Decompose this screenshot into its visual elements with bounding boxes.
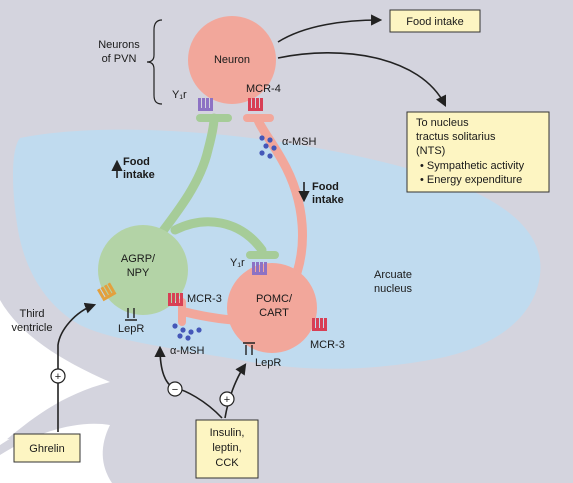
nts-line-3: (NTS) — [416, 145, 445, 157]
arcuate-label-1: Arcuate — [374, 269, 412, 281]
nts-line-5: • Energy expenditure — [420, 174, 522, 186]
lepr-left-label: LepR — [118, 323, 144, 335]
nts-line-4: • Sympathetic activity — [420, 160, 525, 172]
ghrelin-plus-sign: + — [55, 371, 61, 383]
arrow-to-nts — [277, 52, 447, 108]
pomc-label-2: CART — [259, 307, 289, 319]
y1r-top-label: Y₁r — [172, 89, 187, 101]
mcr3-receptor-right — [312, 318, 327, 331]
ghrelin-arrow — [57, 302, 97, 432]
ghrelin-receptor — [97, 282, 117, 302]
alpha-msh-bottom-label: α-MSH — [170, 345, 205, 357]
insulin-line-3: CCK — [215, 457, 239, 469]
agrp-npy-neuron — [98, 225, 188, 315]
pomc-label-1: POMC/ — [256, 293, 293, 305]
nts-line-1: To nucleus — [416, 117, 469, 129]
y1r-mid-label: Y₁r — [230, 257, 245, 269]
insulin-stimulate-arrow — [224, 363, 247, 419]
lepr-right-label: LepR — [255, 357, 281, 369]
mcr3-right-label: MCR-3 — [310, 339, 345, 351]
insulin-line-1: Insulin, — [210, 427, 245, 439]
food-intake-up-1: Food — [123, 156, 150, 168]
food-intake-down-1: Food — [312, 181, 339, 193]
mcr4-receptor — [248, 98, 263, 111]
insulin-plus-sign: + — [224, 394, 230, 406]
pomc-cart-neuron — [227, 263, 317, 353]
nts-line-2: tractus solitarius — [416, 131, 496, 143]
insulin-box — [195, 419, 259, 479]
y1r-receptor-mid — [252, 262, 267, 275]
food-intake-up-2: intake — [123, 169, 155, 181]
food-intake-box-text: Food intake — [406, 16, 463, 28]
insulin-minus-circle — [167, 381, 183, 397]
agrp-label-1: AGRP/ — [121, 253, 156, 265]
ventricle-label-2: ventricle — [12, 322, 53, 334]
mcr3-receptor-left — [168, 293, 183, 306]
agrp-axon-right — [170, 217, 267, 255]
ghrelin-box — [13, 433, 81, 463]
arrow-to-food-intake — [277, 14, 383, 43]
insulin-minus-sign: − — [172, 384, 178, 396]
y1r-receptor-top — [198, 98, 213, 111]
ghrelin-box-text: Ghrelin — [29, 443, 64, 455]
ventricle-label-1: Third — [19, 308, 44, 320]
lepr-receptor-right — [243, 342, 255, 355]
pvn-brace — [146, 19, 163, 105]
alpha-msh-dots-bottom — [172, 323, 202, 341]
ghrelin-plus-circle — [50, 368, 66, 384]
insulin-line-2: leptin, — [212, 442, 241, 454]
alpha-msh-dots-top — [259, 135, 277, 159]
pvn-neuron — [188, 16, 276, 104]
mcr3-left-label: MCR-3 — [187, 293, 222, 305]
food-intake-down-2: intake — [312, 194, 344, 206]
pomc-axon — [253, 115, 307, 295]
mcr4-label: MCR-4 — [246, 83, 281, 95]
neuron-label: Neuron — [214, 54, 250, 66]
pvn-label-1: Neurons — [98, 39, 140, 51]
alpha-msh-top-label: α-MSH — [282, 136, 317, 148]
insulin-plus-circle — [219, 391, 235, 407]
pvn-label-2: of PVN — [102, 53, 137, 65]
agrp-label-2: NPY — [127, 267, 150, 279]
arcuate-label-2: nucleus — [374, 283, 412, 295]
nts-box — [406, 111, 550, 193]
food-intake-box — [389, 9, 481, 33]
agrp-axon-up — [145, 113, 219, 253]
lepr-receptor-left — [125, 308, 137, 321]
